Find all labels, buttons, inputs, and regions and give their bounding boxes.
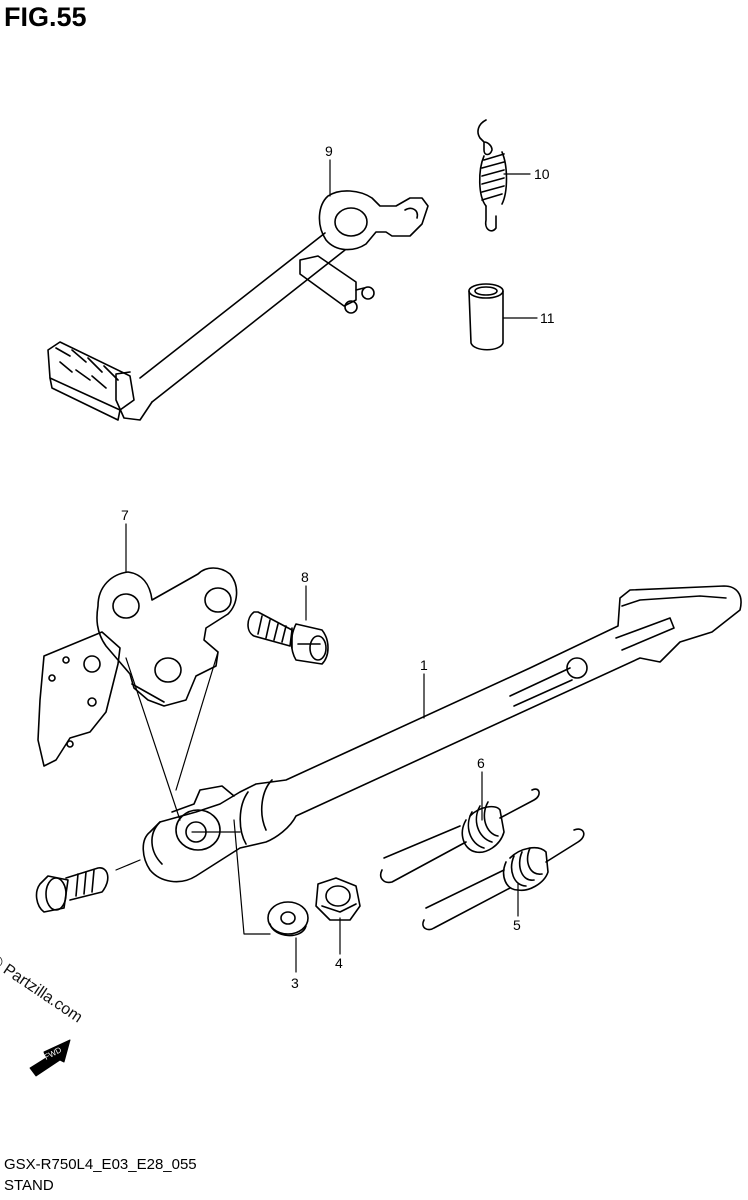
callout-11: 11	[540, 310, 555, 326]
callout-9: 9	[325, 143, 333, 159]
callout-labels: 9 10 11 7 8 1 6 5 3 4	[121, 143, 555, 991]
stand-bracket[interactable]	[37, 567, 238, 767]
callout-leaders	[125, 159, 538, 973]
figure-title: FIG.55	[4, 2, 87, 32]
callout-6: 6	[477, 755, 485, 771]
section-name: STAND	[4, 1177, 54, 1194]
pivot-bolt[interactable]	[35, 867, 109, 913]
callout-5: 5	[513, 917, 521, 933]
callout-7: 7	[121, 507, 129, 523]
return-spring-small[interactable]	[477, 119, 508, 232]
spacer-sleeve[interactable]	[468, 283, 504, 351]
lock-nut[interactable]	[315, 877, 361, 921]
mounting-bolt[interactable]	[247, 611, 329, 665]
pedal-lever-part[interactable]	[47, 190, 429, 421]
callout-1: 1	[420, 657, 428, 673]
callout-10: 10	[534, 166, 550, 182]
callout-8: 8	[301, 569, 309, 585]
assembly-lines	[115, 651, 271, 935]
callout-4: 4	[335, 955, 343, 971]
washer[interactable]	[267, 901, 309, 937]
side-stand-part[interactable]	[142, 585, 742, 883]
callout-3: 3	[291, 975, 299, 991]
model-code: GSX-R750L4_E03_E28_055	[4, 1156, 197, 1173]
stand-spring-upper[interactable]	[379, 788, 540, 884]
stand-spring-lower[interactable]	[422, 828, 585, 931]
fwd-arrow-icon: FWD	[29, 1039, 71, 1077]
